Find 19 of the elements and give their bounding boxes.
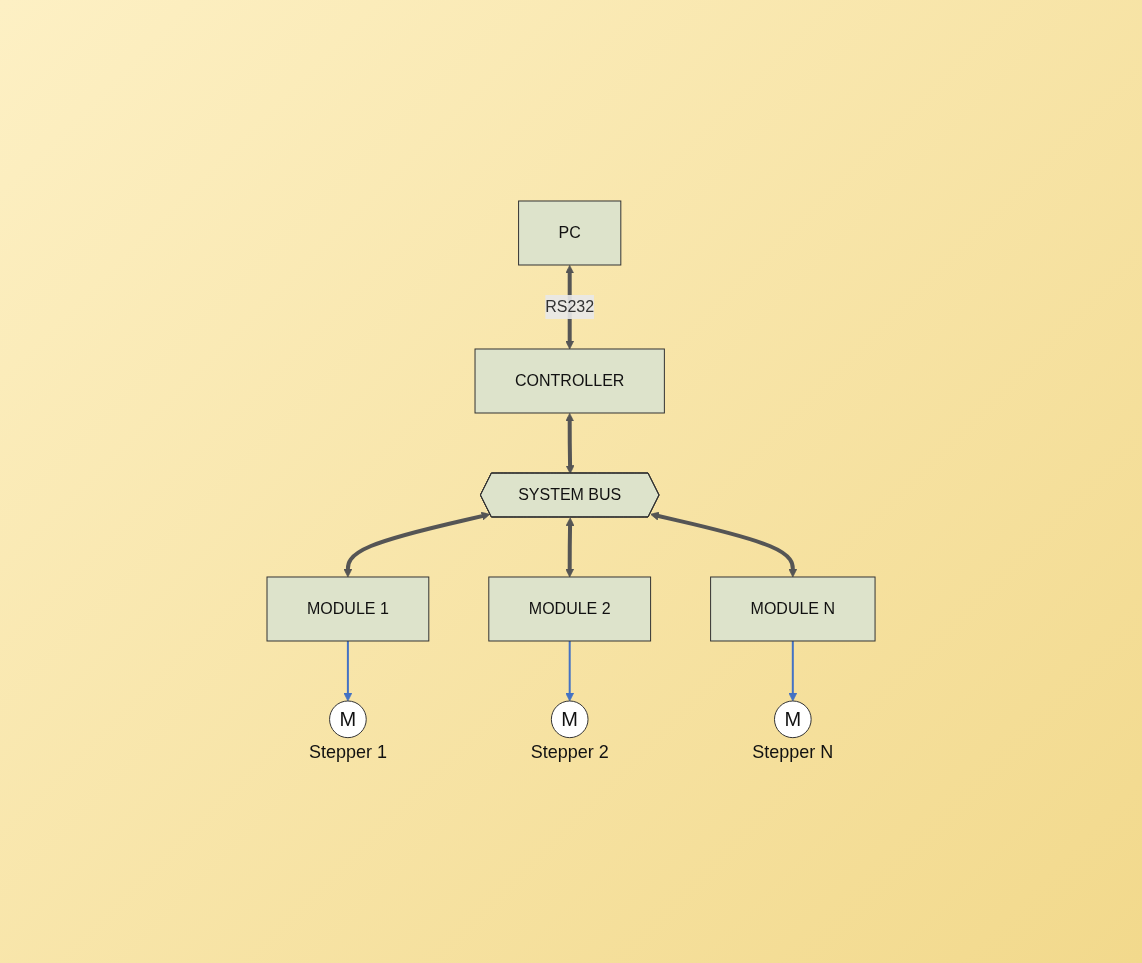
- node-box: MODULE 1: [266, 576, 430, 642]
- edge-label: RS232: [545, 298, 595, 316]
- node-label: Stepper 2: [530, 741, 609, 762]
- node-circle: M: [550, 700, 589, 739]
- node-label: Stepper N: [752, 741, 834, 762]
- node-circle: M: [329, 700, 367, 739]
- node-label: Stepper 1: [308, 741, 387, 762]
- node-box: MODULE 2: [488, 576, 652, 642]
- node-box: PC: [518, 200, 622, 266]
- arrow: [565, 517, 575, 578]
- arrow: [565, 640, 575, 702]
- node-circle: M: [773, 700, 812, 739]
- node-box: CONTROLLER: [474, 348, 665, 414]
- arrow: [343, 640, 353, 702]
- arrow: [565, 413, 575, 474]
- arrow: [650, 511, 798, 578]
- arrow: [788, 640, 798, 702]
- arrow: [343, 511, 491, 578]
- node-box: MODULE N: [710, 576, 876, 642]
